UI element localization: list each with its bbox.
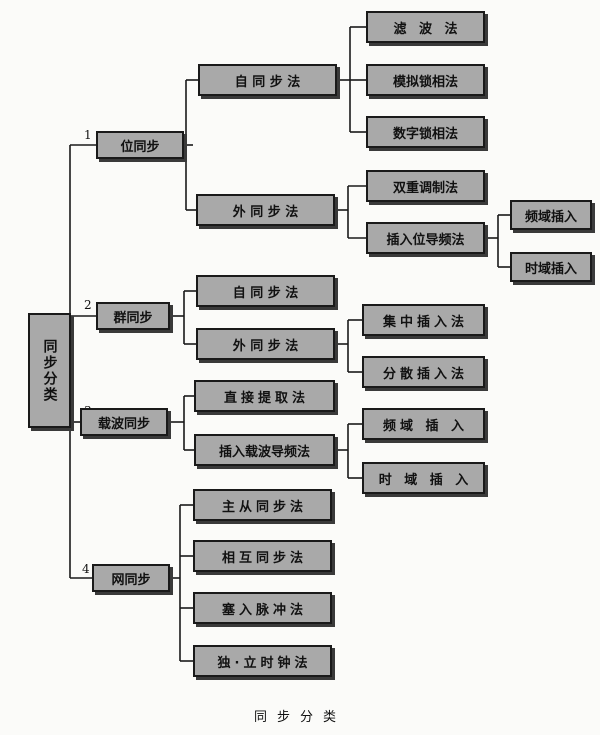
node-network-sync: 网同步 (92, 564, 170, 592)
node-independent-clock: 独·立时钟法 (193, 645, 332, 677)
node-concentrated-insertion: 集中插入法 (362, 304, 485, 336)
node-dual-modulation: 双重调制法 (366, 170, 485, 202)
node-distributed-insertion: 分散插入法 (362, 356, 485, 388)
node-carrier-time-domain-insertion: 时 域 插 入 (362, 462, 485, 494)
node-analog-pll: 模拟锁相法 (366, 64, 485, 96)
node-master-slave-sync: 主从同步法 (193, 489, 332, 521)
node-filter-method: 滤 波 法 (366, 11, 485, 43)
branch-number-1: 1 (84, 128, 92, 142)
node-frame-sync: 群同步 (96, 302, 170, 330)
branch-number-4: 4 (82, 562, 90, 576)
node-mutual-sync: 相互同步法 (193, 540, 332, 572)
node-digital-pll: 数字锁相法 (366, 116, 485, 148)
node-bit-self-sync: 自 同 步 法 (198, 64, 337, 96)
node-carrier-freq-domain-insertion: 频域 插 入 (362, 408, 485, 440)
node-bit-external-sync: 外 同 步 法 (196, 194, 335, 226)
node-bit-freq-domain-insertion: 频域插入 (510, 200, 592, 230)
node-carrier-pilot-insertion: 插入载波导频法 (194, 434, 335, 466)
branch-number-2: 2 (84, 298, 92, 312)
node-frame-self-sync: 自 同 步 法 (196, 275, 335, 307)
node-pulse-stuffing: 塞入脉冲法 (193, 592, 332, 624)
node-bit-time-domain-insertion: 时域插入 (510, 252, 592, 282)
figure-caption: 同步分类 (253, 710, 346, 725)
node-bit-pilot-insertion: 插入位导频法 (366, 222, 485, 254)
node-direct-extraction: 直接提取法 (194, 380, 335, 412)
node-frame-external-sync: 外 同 步 法 (196, 328, 335, 360)
node-bit-sync: 位同步 (96, 131, 184, 159)
root-node: 同步分类 (28, 313, 71, 428)
node-carrier-sync: 载波同步 (80, 408, 168, 436)
